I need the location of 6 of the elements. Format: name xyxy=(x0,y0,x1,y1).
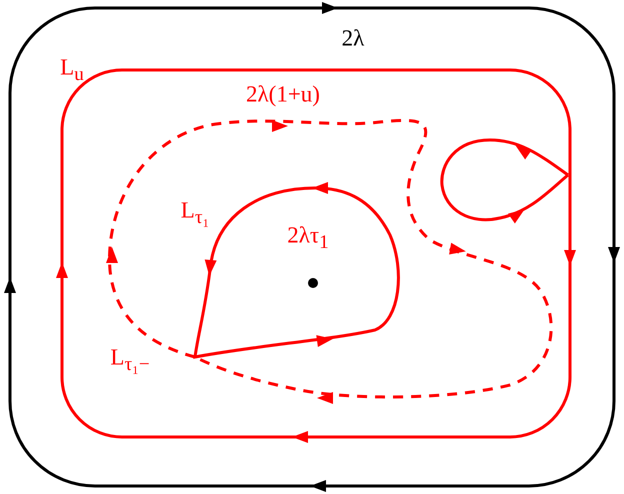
math-label: 2λτ$_{1}$ xyxy=(287,224,329,252)
math-label: L$_{τ₁−}$ xyxy=(110,346,150,374)
math-label: 2λ(1+u) xyxy=(246,82,320,106)
math-label: 2λ xyxy=(342,26,364,50)
math-label: L$_{τ₁}$ xyxy=(180,198,210,228)
math-label: L$_{u}$ xyxy=(60,56,84,84)
